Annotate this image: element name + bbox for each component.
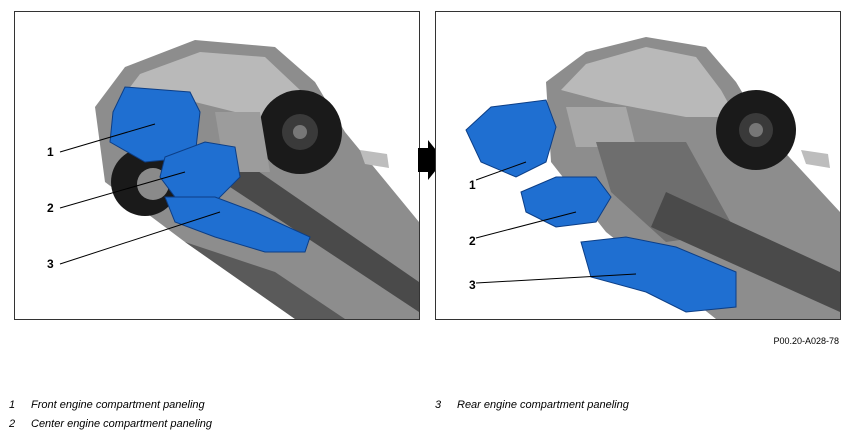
front-bumper bbox=[561, 47, 736, 117]
panel-center bbox=[520, 176, 612, 228]
callout-2: 2 bbox=[47, 201, 54, 215]
leader-line-2 bbox=[475, 211, 577, 239]
leader-line-3 bbox=[475, 273, 637, 284]
panel-center bbox=[159, 141, 241, 203]
legend-num-1: 1 bbox=[9, 399, 16, 411]
legend-text-1: Front engine compartment paneling bbox=[31, 399, 205, 411]
transition-arrow-icon bbox=[418, 140, 444, 180]
mirror bbox=[360, 150, 389, 168]
hub-center-right bbox=[749, 123, 763, 137]
callout-1: 1 bbox=[47, 145, 54, 159]
legend-text-2: Center engine compartment paneling bbox=[31, 418, 213, 430]
mirror bbox=[801, 150, 830, 168]
callout-3: 3 bbox=[47, 257, 54, 271]
legend-text-3: Rear engine compartment paneling bbox=[457, 399, 629, 411]
legend-item-1: 1 Front engine compartment paneling bbox=[9, 399, 205, 411]
leader-line-1 bbox=[59, 123, 156, 153]
front-bumper bbox=[115, 52, 315, 122]
leader-line-3 bbox=[59, 211, 221, 265]
panel-front bbox=[465, 99, 557, 178]
underbody-structure bbox=[651, 192, 840, 312]
legend-item-3: 3 Rear engine compartment paneling bbox=[435, 399, 629, 411]
legend-num-3: 3 bbox=[435, 399, 442, 411]
legend-item-2: 2 Center engine compartment paneling bbox=[9, 418, 212, 430]
panel-rear bbox=[164, 196, 311, 253]
engine-bay bbox=[566, 107, 636, 147]
callout-1: 1 bbox=[469, 178, 476, 192]
underbody-structure bbox=[230, 162, 419, 312]
leader-line-2 bbox=[59, 171, 186, 209]
hub-center-right bbox=[293, 125, 307, 139]
callout-2: 2 bbox=[469, 234, 476, 248]
illustration-panels-removed: 1 2 3 bbox=[435, 11, 841, 320]
illustration-panels-installed: 1 2 3 bbox=[14, 11, 420, 320]
panel-rear bbox=[580, 236, 737, 313]
legend-num-2: 2 bbox=[9, 418, 16, 430]
underbody-rail bbox=[185, 242, 345, 319]
underbody-illustration-left bbox=[59, 40, 419, 319]
callout-3: 3 bbox=[469, 278, 476, 292]
underbody-illustration-right bbox=[465, 37, 840, 319]
leader-line-1 bbox=[475, 161, 527, 181]
figure-reference: P00.20-A028-78 bbox=[773, 336, 839, 346]
